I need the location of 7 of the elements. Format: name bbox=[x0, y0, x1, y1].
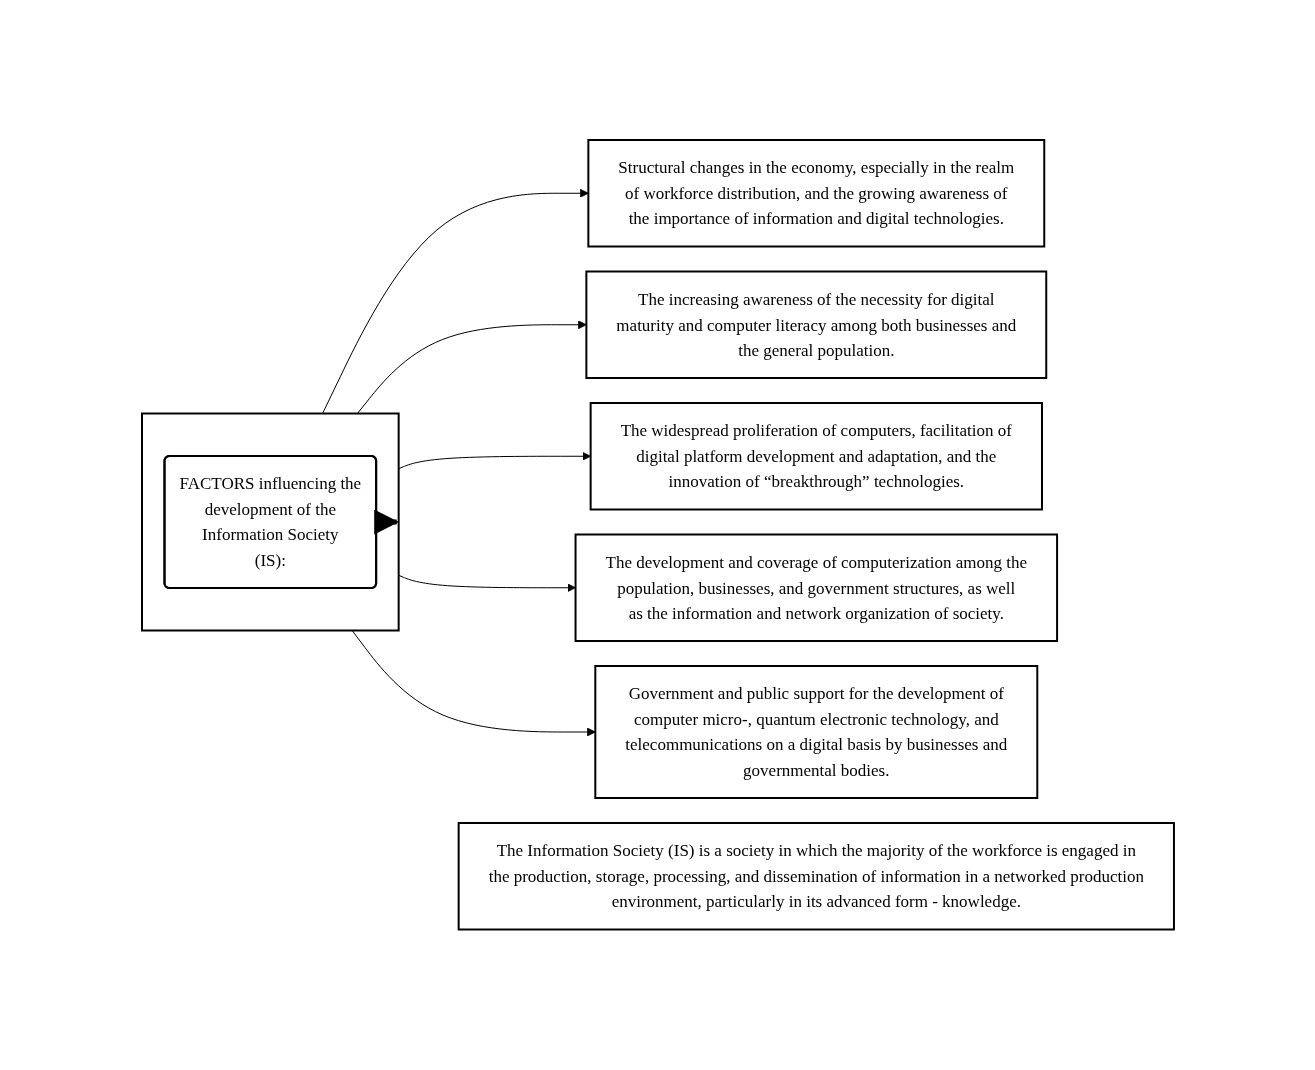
node-box: Government and public support for the development of computer micro-, quantum electronic technology, and telecommunications on a digital basis by businesses and governmental bodies. bbox=[593, 665, 1038, 800]
arrow bbox=[373, 509, 399, 535]
node-box: The Information Society (IS) is a society in which the majority of the workforce is engaged in the production, storage, processing, and dissemination of information in a networked production environment, particularly in its advanced form - knowledge. bbox=[457, 822, 1175, 931]
node-box: Structural changes in the economy, especially in the realm of workforce distribution, and the growing awareness of the importance of information and digital technologies. bbox=[586, 139, 1045, 248]
node-box: The development and coverage of computerization among the population, businesses, and government structures, as well as the information and network organization of society. bbox=[574, 533, 1058, 643]
node-box: The widespread proliferation of computers, facilitation of digital platform development and adaptation, and the innovation of “breakthrough” technologies. bbox=[589, 402, 1043, 511]
node-box: The increasing awareness of the necessity for digital maturity and computer literacy among both businesses and the general population. bbox=[584, 270, 1047, 380]
